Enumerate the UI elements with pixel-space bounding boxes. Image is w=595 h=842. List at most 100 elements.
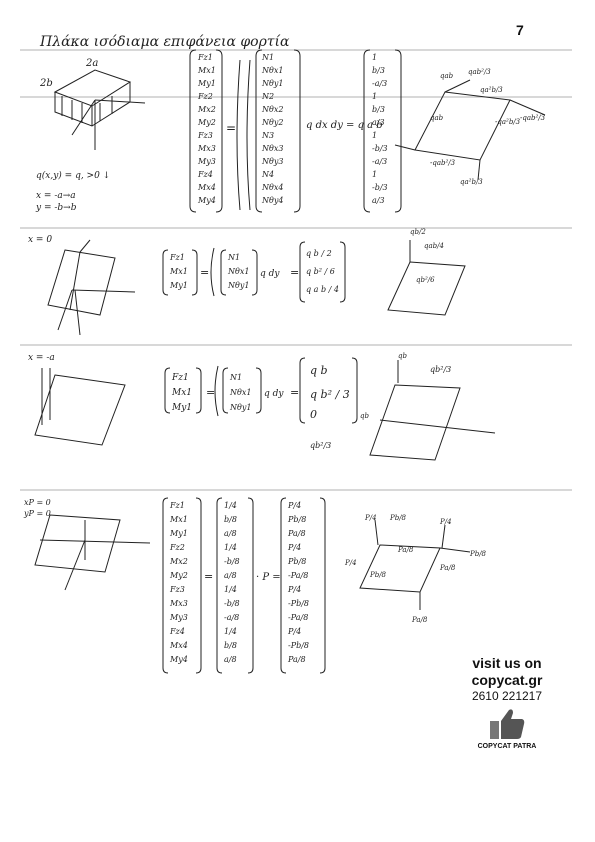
section1-result-vector: 1 b/3 -a/3 1 b/3 a/3 1 -b/3 -a/3 1 -b/3 …	[363, 49, 402, 213]
svg-text:Fz1: Fz1	[171, 373, 189, 383]
svg-text:1: 1	[372, 170, 377, 179]
ad-line1: visit us on	[472, 655, 542, 671]
svg-text:1: 1	[372, 53, 377, 62]
svg-text:q b: q b	[310, 364, 328, 377]
svg-text:1: 1	[372, 92, 377, 101]
ad-phone: 2610 221217	[471, 689, 543, 703]
svg-text:Pa/8: Pa/8	[411, 616, 428, 624]
svg-text:a/8: a/8	[224, 571, 237, 580]
svg-text:1/4: 1/4	[224, 501, 237, 510]
svg-text:My1: My1	[197, 79, 216, 88]
svg-text:· P =: · P =	[256, 572, 281, 583]
section3-plate-figure	[34, 368, 126, 446]
svg-text:Mx1: Mx1	[197, 66, 216, 75]
svg-text:Mx1: Mx1	[169, 515, 188, 524]
svg-text:=: =	[204, 570, 213, 583]
svg-text:-Pa/8: -Pa/8	[288, 613, 308, 622]
svg-text:qab: qab	[430, 114, 444, 122]
svg-text:Fz4: Fz4	[197, 170, 213, 179]
svg-text:Fz2: Fz2	[197, 92, 213, 101]
svg-text:-a/8: -a/8	[224, 613, 239, 622]
section4-shape-vector: 1/4 b/8 a/8 1/4 -b/8 a/8 1/4 -b/8 -a/8 1…	[216, 497, 254, 674]
svg-text:Nθx1: Nθx1	[229, 388, 251, 397]
svg-text:Mx3: Mx3	[197, 144, 216, 153]
svg-text:qb²/3: qb²/3	[310, 441, 331, 450]
svg-text:My2: My2	[197, 118, 216, 127]
svg-text:-qab²/3: -qab²/3	[520, 114, 546, 122]
svg-text:=: =	[290, 266, 299, 279]
thumbs-up-icon	[490, 709, 525, 739]
limit-y: y = -b→b	[35, 203, 77, 213]
svg-text:-qab²/3: -qab²/3	[430, 159, 456, 167]
svg-text:b/3: b/3	[372, 105, 385, 114]
section4-cond-y: yP = 0	[23, 509, 51, 518]
svg-text:N1: N1	[261, 53, 274, 62]
svg-text:P/4: P/4	[287, 627, 301, 636]
limit-x: x = -a→a	[36, 191, 76, 201]
svg-text:Fz4: Fz4	[169, 627, 185, 636]
svg-text:1/4: 1/4	[224, 627, 237, 636]
dim-a: 2a	[85, 58, 98, 69]
svg-text:qa²b/3: qa²b/3	[480, 86, 503, 94]
section4-result-vector: P/4 Pb/8 Pa/8 P/4 Pb/8 -Pa/8 P/4 -Pb/8 -…	[280, 497, 326, 674]
svg-text:N1: N1	[227, 253, 240, 262]
section2-cond: x = 0	[28, 235, 52, 245]
svg-text:N1: N1	[229, 373, 242, 382]
svg-text:b/8: b/8	[224, 641, 237, 650]
section4-cond-x: xP = 0	[24, 498, 51, 507]
svg-text:-Pb/8: -Pb/8	[288, 599, 309, 608]
svg-text:My2: My2	[169, 571, 188, 580]
svg-text:b/3: b/3	[372, 66, 385, 75]
load-def: q(x,y) = q, >0 ↓	[36, 170, 110, 181]
svg-text:-b/3: -b/3	[372, 183, 388, 192]
svg-text:Fz3: Fz3	[197, 131, 213, 140]
section1-shape-vector: N1 Nθx1 Nθy1 N2 Nθx2 Nθy2 N3 Nθx3 Nθy3 N…	[255, 49, 301, 213]
svg-text:P/4: P/4	[287, 543, 301, 552]
svg-text:Mx4: Mx4	[169, 641, 188, 650]
svg-text:0: 0	[310, 408, 317, 421]
dim-b: 2b	[39, 78, 53, 89]
svg-text:Nθx1: Nθx1	[261, 66, 283, 75]
section4-plate-figure	[34, 514, 151, 591]
svg-text:qab: qab	[440, 72, 454, 80]
section1-forces-vector: Fz1 Mx1 My1 Fz2 Mx2 My2 Fz3 Mx3 My3 Fz4 …	[189, 49, 223, 213]
svg-text:qab²/3: qab²/3	[468, 68, 491, 76]
svg-text:Fz1: Fz1	[197, 53, 213, 62]
section2-result-vector: q b / 2 q b² / 6 q a b / 4	[299, 241, 346, 303]
svg-text:qb: qb	[360, 412, 369, 420]
svg-text:My3: My3	[197, 157, 216, 166]
svg-text:1: 1	[372, 131, 377, 140]
svg-text:q dy: q dy	[264, 389, 284, 399]
svg-text:a/8: a/8	[224, 655, 237, 664]
svg-text:a/3: a/3	[372, 196, 385, 205]
svg-text:-b/8: -b/8	[224, 599, 240, 608]
section4-load-diagram	[359, 519, 471, 610]
svg-text:My4: My4	[197, 196, 216, 205]
svg-text:P/4: P/4	[344, 559, 357, 567]
ad-brand: COPYCAT PATRA	[477, 743, 537, 750]
svg-text:1/4: 1/4	[224, 543, 237, 552]
section2-plate-figure	[47, 239, 136, 336]
svg-text:Nθx2: Nθx2	[261, 105, 283, 114]
svg-text:Pa/8: Pa/8	[287, 655, 306, 664]
svg-text:Pa/8: Pa/8	[287, 529, 306, 538]
svg-text:Mx3: Mx3	[169, 599, 188, 608]
svg-text:Mx4: Mx4	[197, 183, 216, 192]
svg-text:-b/8: -b/8	[224, 557, 240, 566]
svg-text:Fz1: Fz1	[169, 253, 185, 262]
svg-text:P/4: P/4	[439, 518, 452, 526]
svg-text:Nθy1: Nθy1	[261, 79, 283, 88]
svg-text:Mx2: Mx2	[197, 105, 216, 114]
svg-text:q b / 2: q b / 2	[306, 249, 332, 258]
svg-text:q b² / 6: q b² / 6	[306, 267, 335, 276]
svg-text:q a b / 4: q a b / 4	[306, 285, 339, 294]
svg-text:Mx1: Mx1	[171, 388, 192, 398]
svg-text:Nθx4: Nθx4	[261, 183, 283, 192]
svg-text:My1: My1	[169, 529, 188, 538]
svg-text:=: =	[200, 266, 209, 279]
svg-text:Pb/8: Pb/8	[389, 514, 407, 522]
svg-text:Nθy2: Nθy2	[261, 118, 283, 127]
page-number: 7	[516, 22, 524, 38]
copycat-ad: visit us on copycat.gr 2610 221217 COPYC…	[462, 655, 552, 750]
svg-text:Nθy1: Nθy1	[227, 281, 249, 290]
